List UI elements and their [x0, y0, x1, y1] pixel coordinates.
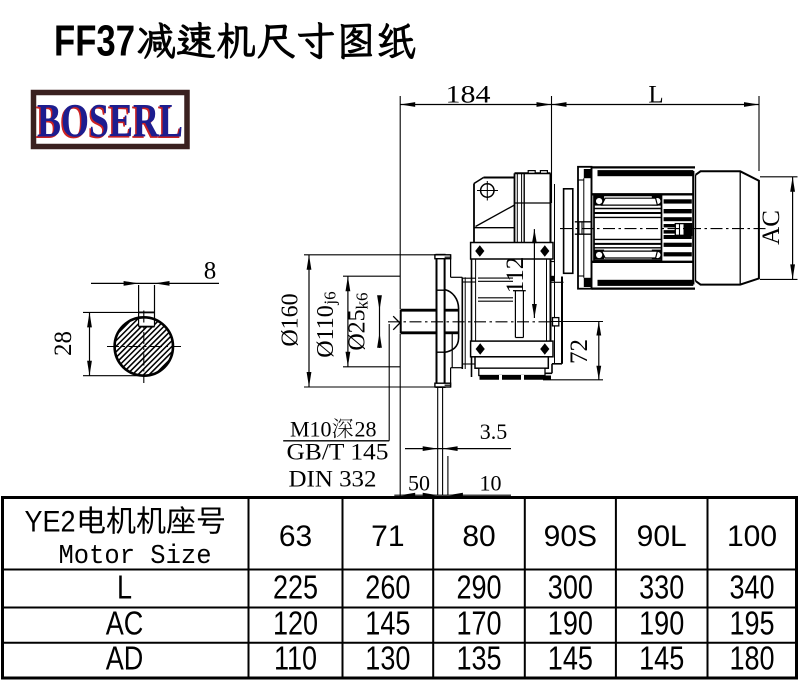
svg-text:28: 28 [355, 417, 377, 442]
svg-text:120: 120 [273, 606, 318, 642]
svg-text:145: 145 [548, 641, 593, 677]
svg-text:BOSERL: BOSERL [36, 96, 182, 149]
svg-text:145: 145 [639, 641, 684, 677]
svg-text:300: 300 [548, 570, 593, 606]
svg-text:AC: AC [106, 606, 144, 642]
svg-text:Motor Size: Motor Size [59, 542, 212, 572]
svg-text:110: 110 [274, 641, 317, 677]
svg-text:AD: AD [106, 641, 144, 677]
svg-text:170: 170 [456, 606, 501, 642]
svg-text:72: 72 [566, 339, 593, 364]
svg-text:100: 100 [727, 520, 777, 553]
svg-text:BOSERL: BOSERL [37, 95, 183, 148]
svg-text:190: 190 [548, 606, 593, 642]
svg-text:71: 71 [371, 520, 404, 553]
svg-text:AC: AC [758, 210, 785, 245]
svg-text:FF37: FF37 [54, 17, 135, 66]
svg-text:Ø110: Ø110 [313, 305, 339, 357]
svg-text:195: 195 [729, 606, 774, 642]
svg-text:145: 145 [365, 606, 410, 642]
svg-text:135: 135 [456, 641, 501, 677]
svg-text:10: 10 [480, 471, 502, 496]
svg-text:90L: 90L [637, 520, 687, 553]
svg-text:k6: k6 [353, 293, 372, 310]
svg-text:3.5: 3.5 [480, 419, 508, 444]
svg-text:340: 340 [729, 570, 774, 606]
svg-text:90S: 90S [544, 520, 597, 553]
svg-text:DIN 332: DIN 332 [289, 467, 377, 492]
svg-text:M10: M10 [290, 417, 332, 442]
svg-text:Ø25: Ø25 [345, 309, 371, 350]
svg-text:260: 260 [365, 570, 410, 606]
svg-text:YE2: YE2 [25, 506, 76, 539]
svg-text:63: 63 [279, 520, 312, 553]
svg-text:8: 8 [204, 258, 217, 285]
svg-text:L: L [117, 570, 132, 606]
svg-text:225: 225 [273, 570, 318, 606]
svg-text:j6: j6 [321, 291, 340, 305]
svg-text:GB/T 145: GB/T 145 [287, 440, 389, 465]
svg-text:184: 184 [446, 82, 492, 109]
svg-text:290: 290 [456, 570, 501, 606]
svg-text:L: L [648, 82, 663, 109]
svg-text:Ø160: Ø160 [278, 293, 304, 346]
svg-text:80: 80 [462, 520, 495, 553]
svg-text:50: 50 [408, 471, 430, 496]
svg-text:180: 180 [729, 641, 774, 677]
svg-text:330: 330 [639, 570, 684, 606]
svg-text:112: 112 [502, 257, 529, 294]
svg-text:190: 190 [639, 606, 684, 642]
svg-text:28: 28 [50, 331, 77, 356]
svg-text:130: 130 [365, 641, 410, 677]
